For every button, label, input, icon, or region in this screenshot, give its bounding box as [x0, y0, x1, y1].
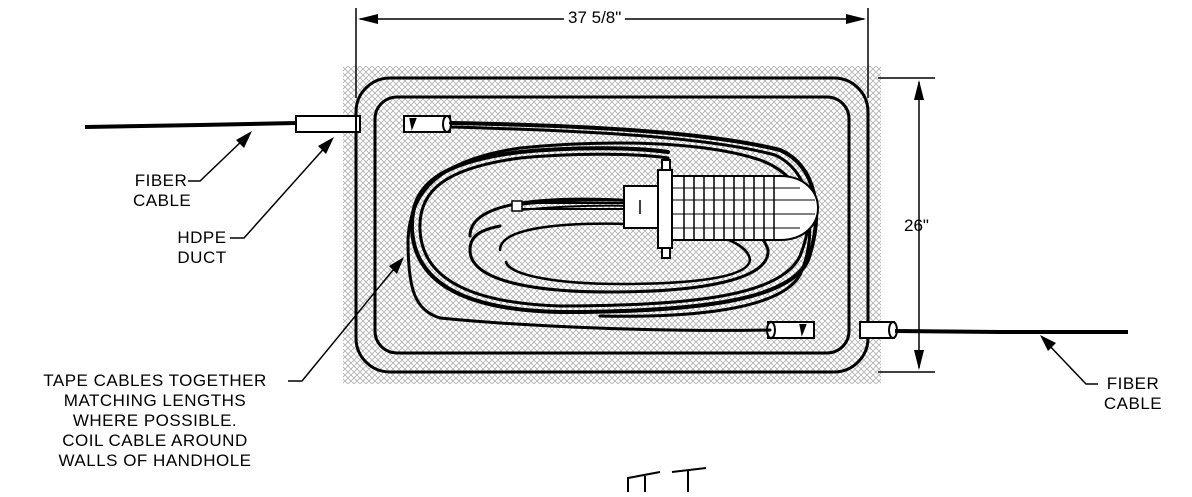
label-line: COIL CABLE AROUND: [62, 431, 248, 450]
label-line: HDPE: [177, 228, 227, 247]
tape-mark-top: [409, 117, 417, 131]
label-line: WHERE POSSIBLE.: [72, 411, 238, 430]
leader-hdpe-arrow: [318, 137, 334, 154]
dim-arrow-bottom: [914, 350, 924, 370]
fiber-cable-right: [894, 329, 1128, 334]
label-fiber-cable-right: FIBER CABLE: [1100, 374, 1166, 414]
leader-hdpe: [230, 143, 329, 239]
tape-mark-bottom: [799, 323, 807, 337]
label-line: FIBER: [1106, 374, 1160, 393]
leader-fiber-right: [1045, 341, 1098, 385]
handhole-inner-wall: [373, 95, 851, 355]
splice-closure: [511, 159, 820, 259]
hdpe-duct-left: [295, 115, 361, 133]
dim-arrow-left: [358, 14, 378, 24]
handhole-outer-wall: [354, 76, 870, 374]
dim-arrow-right: [846, 14, 866, 24]
dim-arrow-top: [914, 80, 924, 100]
label-line: WALLS OF HANDHOLE: [58, 451, 252, 470]
leader-fiber-left: [188, 137, 246, 182]
label-fiber-cable-left: FIBER CABLE: [133, 171, 192, 211]
dim-height-label: 26": [904, 216, 929, 235]
cutoff-title-fragment: [627, 467, 707, 492]
label-hdpe-duct: HDPE DUCT: [174, 228, 230, 268]
label-line: MATCHING LENGTHS: [63, 391, 247, 410]
label-line: CABLE: [133, 191, 192, 210]
label-line: FIBER: [134, 171, 188, 190]
fiber-cable-left: [84, 121, 297, 129]
label-tape-note: TAPE CABLES TOGETHER MATCHING LENGTHS WH…: [22, 371, 288, 471]
label-line: CABLE: [1103, 394, 1163, 413]
leader-tape-arrow: [389, 257, 404, 274]
dim-width-label: 37 5/8": [564, 8, 626, 28]
label-line: DUCT: [177, 248, 227, 267]
leader-fiber-right-arrow: [1040, 335, 1056, 351]
leader-fiber-left-arrow: [236, 131, 252, 148]
label-line: TAPE CABLES TOGETHER: [43, 371, 267, 390]
leader-tape: [288, 263, 399, 382]
